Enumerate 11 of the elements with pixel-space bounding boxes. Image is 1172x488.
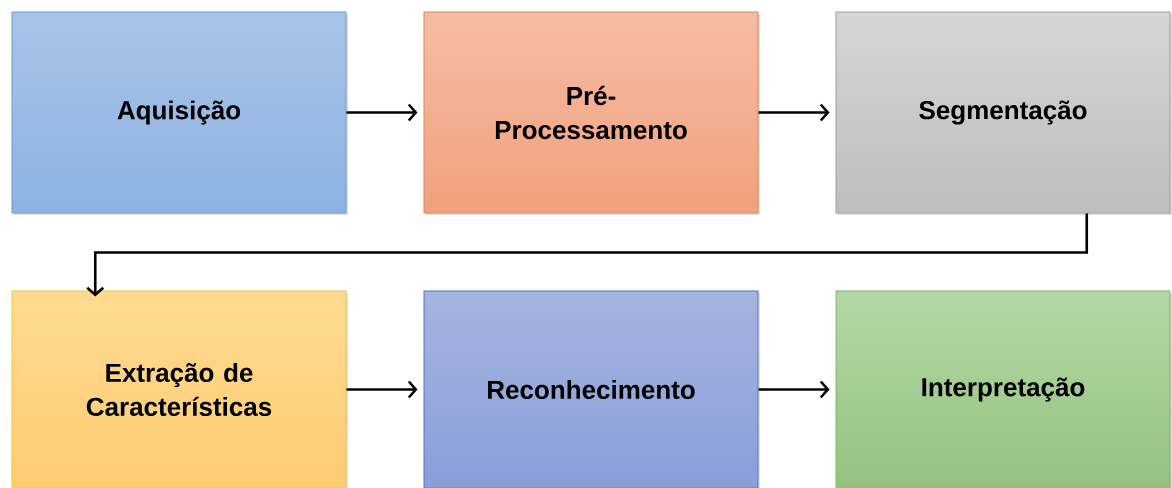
arrow [758, 380, 830, 399]
process-box: Reconhecimento [423, 290, 760, 488]
process-box: Aquisição [11, 11, 348, 215]
process-box: Segmentação [835, 11, 1172, 215]
arrow [758, 103, 830, 122]
process-box: Pré-Processamento [423, 11, 760, 215]
arrow [86, 213, 1089, 297]
process-box: Extração de Características [11, 290, 348, 488]
process-box: Interpretação [835, 290, 1172, 488]
arrow [346, 380, 418, 399]
arrow [346, 103, 418, 122]
